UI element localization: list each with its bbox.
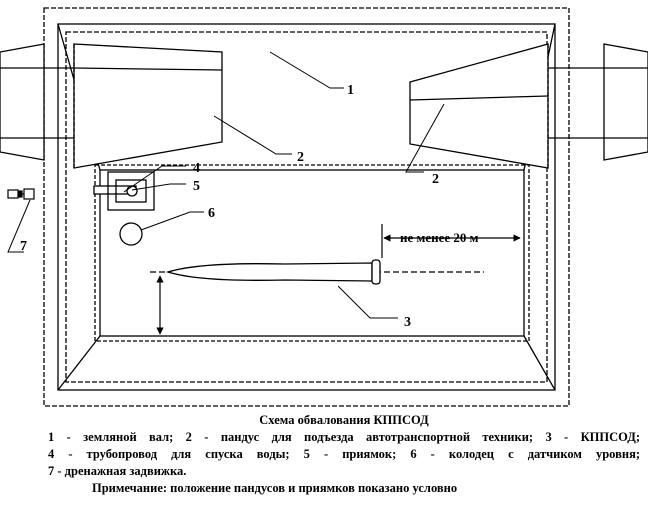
caption-title: Схема обвалования КППСОД xyxy=(259,413,429,427)
callout-3-label: 3 xyxy=(404,315,411,330)
earth-embankment xyxy=(43,7,570,407)
containment-scheme-diagram: 1 2 2 3 4 5 6 7 не менее 20 м xyxy=(0,7,648,407)
caption-legend-line-2: 4 - трубопровод для спуска воды; 5 - при… xyxy=(48,447,640,461)
callout-1-label: 1 xyxy=(347,83,354,98)
distance-dimension xyxy=(381,224,521,258)
callout-2-right-label: 2 xyxy=(432,172,439,187)
callout-7-label: 7 xyxy=(20,239,27,254)
callout-2-left-label: 2 xyxy=(297,150,304,165)
callout-4-label: 4 xyxy=(193,161,200,176)
distance-dimension-label: не менее 20 м xyxy=(400,230,479,245)
callout-6-label: 6 xyxy=(208,206,215,221)
callout-leaders xyxy=(7,51,445,319)
figure-caption: Схема обвалования КППСОД 1 - земляной ва… xyxy=(48,412,640,497)
left-ramp xyxy=(0,43,223,169)
drain-valve xyxy=(7,188,35,200)
level-sensor-well xyxy=(119,222,143,246)
caption-note: Примечание: положение пандусов и приямко… xyxy=(92,481,458,495)
caption-legend-line-1: 1 - земляной вал; 2 - пандус для подъезд… xyxy=(48,430,640,444)
right-ramp xyxy=(409,43,648,169)
caption-legend-line-3: 7 - дренажная задвижка. xyxy=(48,464,187,478)
pipeline-kppsod xyxy=(150,259,484,285)
callout-5-label: 5 xyxy=(193,179,200,194)
